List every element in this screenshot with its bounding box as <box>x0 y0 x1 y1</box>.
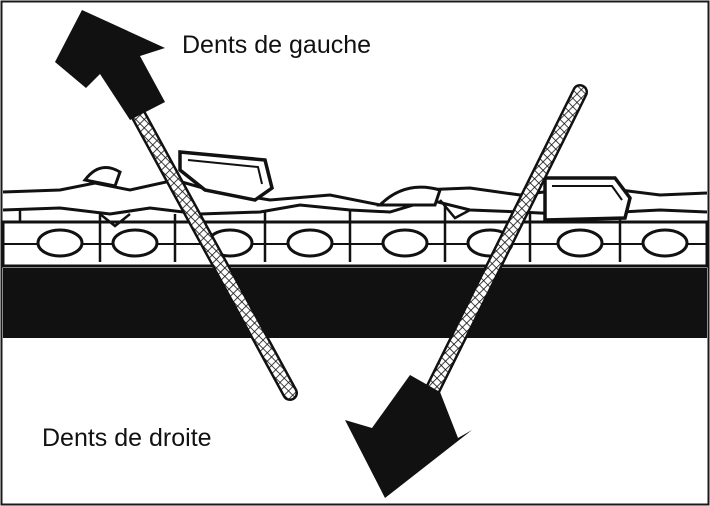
label-right-teeth: Dents de droite <box>42 424 212 452</box>
guide-bar <box>3 268 707 338</box>
label-left-teeth: Dents de gauche <box>182 31 371 59</box>
